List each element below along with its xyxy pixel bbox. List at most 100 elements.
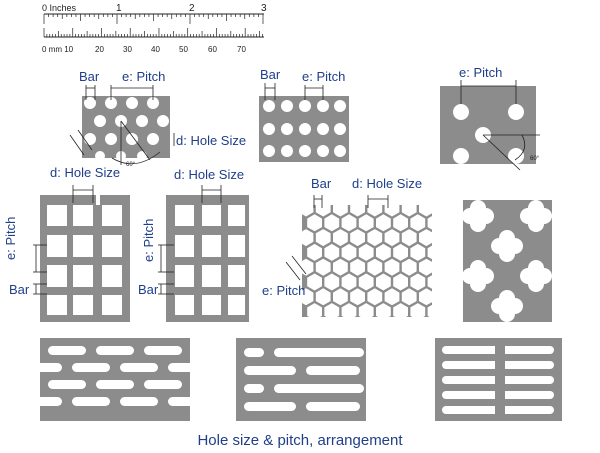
panel-square-1 — [33, 185, 130, 322]
pitch-label-4: e: Pitch — [3, 216, 18, 260]
hexagon-hole — [333, 288, 348, 306]
inch-ticks — [43, 14, 264, 24]
hexagon-hole — [419, 258, 434, 276]
hexagon-hole — [350, 229, 365, 247]
pitch-label-2: e: Pitch — [302, 69, 346, 84]
hexagon-hole — [333, 258, 348, 276]
angle-label-2: 60° — [530, 156, 540, 162]
hexagon-hole — [427, 243, 443, 261]
hexagon-hole — [427, 214, 443, 232]
hexagon-hole — [315, 258, 331, 276]
inch-mark-1: 1 — [116, 3, 122, 14]
panel-square-2 — [158, 185, 249, 322]
hexagon-hole — [410, 243, 426, 261]
hexagon-hole — [298, 229, 314, 247]
panel-round-staggered: 60° — [69, 85, 175, 168]
hexagon-hole — [333, 229, 348, 247]
hexagon-hole — [324, 243, 340, 261]
hexagon-hole — [298, 258, 314, 276]
hexagon-hole — [427, 303, 443, 321]
hexagon-hole — [367, 258, 383, 276]
hexagon-hole — [376, 273, 391, 291]
hexagon-hole — [401, 288, 417, 306]
inches-label: 0 Inches — [42, 3, 77, 13]
panel-clover — [462, 200, 552, 322]
panel-slots-long — [435, 338, 562, 421]
hexagon-hole — [315, 199, 331, 217]
ruler: 0 Inches 1 2 3 0 mm 10 20 30 40 50 60 70 — [42, 3, 267, 54]
hexagon-hole — [419, 288, 434, 306]
hexagon-hole — [393, 303, 408, 321]
hexagon-hole — [298, 199, 314, 217]
hexagon-hole — [315, 288, 331, 306]
clover-hole — [520, 260, 552, 292]
mm-mark-20: 20 — [95, 45, 104, 54]
clover-hole — [520, 200, 552, 232]
hexagon-hole — [358, 303, 374, 321]
hexagon-hole — [393, 214, 408, 232]
hexagon-hole — [341, 273, 357, 291]
bar-label-5: Bar — [138, 282, 159, 297]
hexagon-hole — [307, 243, 322, 261]
clover-hole — [491, 290, 523, 322]
hexagon-hole — [341, 303, 357, 321]
hexagon-hole — [307, 214, 322, 232]
hexagon-hole — [324, 273, 340, 291]
bar-label-1: Bar — [79, 69, 100, 84]
pitch-label-1: e: Pitch — [122, 69, 166, 84]
pitch-label-5: e: Pitch — [141, 218, 156, 262]
hole-size-label-4: d: Hole Size — [50, 165, 121, 180]
hexagon-hole — [358, 273, 374, 291]
panel-slots-straight — [236, 338, 366, 421]
pitch-label-6: e: Pitch — [262, 283, 306, 298]
panel-hexagon — [285, 195, 443, 321]
hexagon-hole — [324, 214, 340, 232]
hexagon-hole — [350, 288, 365, 306]
panel-round-straight — [259, 83, 349, 162]
mm-mark-70: 70 — [237, 45, 246, 54]
hole-size-label-6: d: Hole Size — [352, 176, 423, 191]
clover-holes — [462, 200, 552, 322]
hexagon-hole — [410, 273, 426, 291]
hexagon-hole — [419, 199, 434, 217]
hexagon-hole — [427, 273, 443, 291]
caption: Hole size & pitch, arrangement — [197, 432, 403, 449]
hexagon-hole — [393, 273, 408, 291]
hexagon-hole — [384, 288, 400, 306]
mm-mark-30: 30 — [123, 45, 132, 54]
inch-mark-2: 2 — [189, 3, 195, 14]
hexagon-hole — [307, 273, 322, 291]
hexagon-hole — [410, 303, 426, 321]
hexagon-hole — [401, 199, 417, 217]
hexagon-hole — [376, 303, 391, 321]
hexagon-hole — [367, 229, 383, 247]
hexagon-hole — [401, 229, 417, 247]
hexagon-hole — [358, 214, 374, 232]
panel-slots-staggered — [30, 338, 200, 421]
clover-hole — [462, 260, 494, 292]
angle-label: 60° — [126, 162, 136, 168]
hexagon-hole — [324, 303, 340, 321]
hexagon-hole — [350, 258, 365, 276]
inch-mark-3: 3 — [261, 3, 267, 14]
hexagon-hole — [307, 303, 322, 321]
hexagon-hole — [401, 258, 417, 276]
hexagon-hole — [315, 229, 331, 247]
hexagon-hole — [367, 199, 383, 217]
hexagon-hole — [393, 243, 408, 261]
hexagon-hole — [384, 229, 400, 247]
hexagon-hole — [333, 199, 348, 217]
panel-large-round: 60° — [440, 80, 540, 171]
mm-mark-50: 50 — [179, 45, 188, 54]
hexagon-holes — [298, 199, 443, 321]
hexagon-hole — [410, 214, 426, 232]
hexagon-hole — [341, 214, 357, 232]
hexagon-hole — [367, 288, 383, 306]
hexagon-hole — [298, 288, 314, 306]
hexagon-hole — [384, 258, 400, 276]
mm-mark-60: 60 — [208, 45, 217, 54]
hexagon-hole — [341, 243, 357, 261]
bar-label-6: Bar — [311, 176, 332, 191]
pitch-label-3: e: Pitch — [459, 65, 503, 80]
